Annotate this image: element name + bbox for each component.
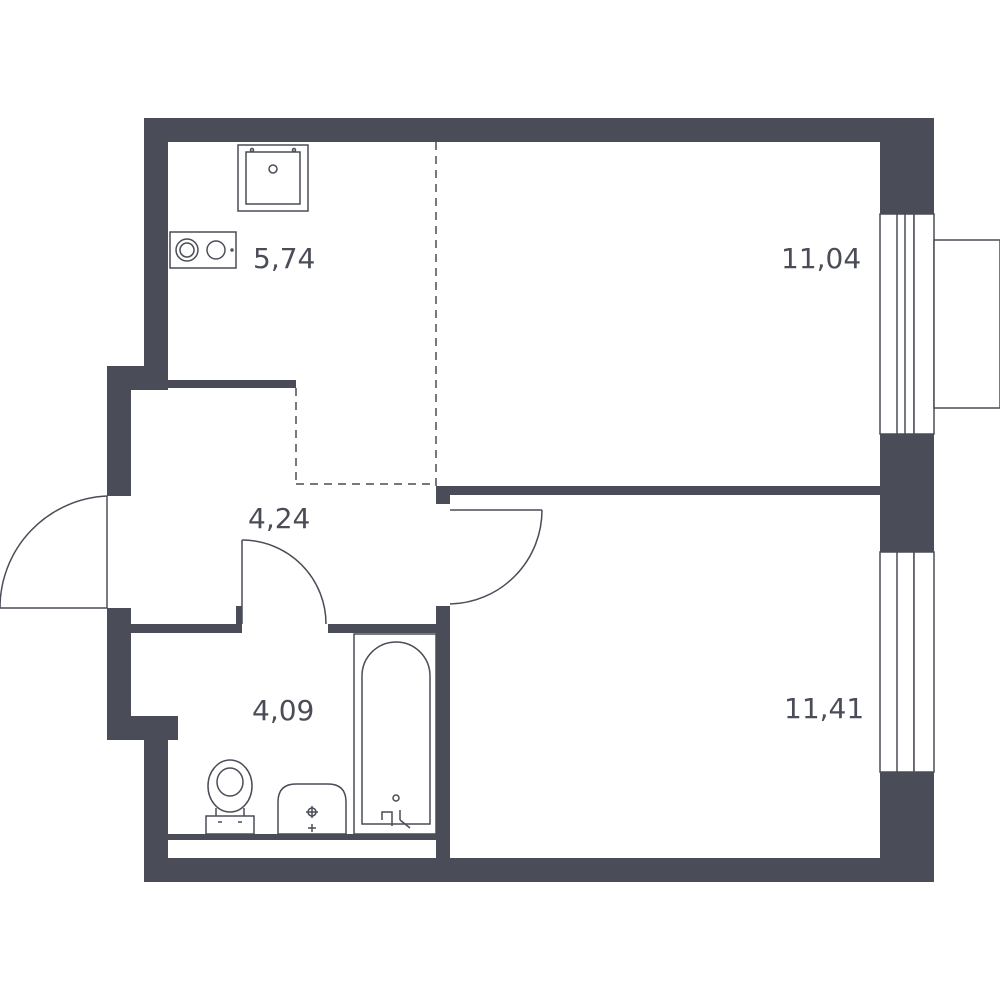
doors: [0, 495, 543, 625]
room-2-door-swing: [449, 509, 543, 605]
room-2-area-label: 11,41: [784, 692, 864, 725]
kitchen-sink: [237, 144, 309, 212]
walls: [107, 118, 934, 882]
wall-right-top: [880, 118, 934, 214]
bathtub-drain: [392, 794, 400, 802]
wall-kitchen-left: [144, 118, 168, 382]
room-1-area-label: 11,04: [781, 242, 861, 275]
wall-bath-door-jamb: [236, 606, 242, 633]
window-room-2-outer: [913, 551, 935, 773]
wall-hall-bath-right: [328, 624, 450, 633]
wall-right-bottom: [880, 772, 934, 882]
wall-bath-left: [144, 716, 168, 882]
hallway-area-label: 4,24: [248, 502, 310, 535]
bathtub-faucet: [381, 810, 411, 829]
windows: [879, 118, 1000, 882]
entrance-door-swing: [0, 495, 108, 609]
balcony: [933, 239, 1000, 409]
wall-rooms-divider: [436, 486, 882, 495]
bathtub: [353, 633, 437, 835]
wall-kitchen-hall: [144, 380, 296, 388]
wall-hall-bath-left: [131, 624, 241, 633]
wall-door-jamb-upper: [436, 486, 450, 504]
bathtub-basin: [361, 641, 431, 825]
kitchen-sink-drain: [268, 164, 278, 174]
toilet: [205, 759, 255, 835]
wall-top: [144, 118, 934, 142]
cooktop-burner-2: [206, 240, 226, 260]
kitchen-area-label: 5,74: [253, 242, 315, 275]
cooktop: [169, 231, 237, 269]
area-labels: 5,74 11,04 4,24 4,09 11,41: [248, 242, 864, 727]
window-room-1-outer: [913, 213, 935, 435]
wall-bath-floor: [168, 834, 438, 840]
zone-lines: [295, 142, 437, 486]
wall-bath-room2: [436, 606, 450, 858]
kitchen-sink-bowl: [245, 151, 301, 205]
wall-hall-left-upper: [107, 366, 131, 496]
wall-bottom: [144, 858, 934, 882]
washbasin: [277, 783, 347, 835]
wall-right-middle: [880, 434, 934, 552]
bathroom-area-label: 4,09: [252, 694, 314, 727]
toilet-seat: [216, 767, 244, 797]
toilet-tank: [205, 815, 255, 835]
bathroom-door-swing: [241, 539, 327, 625]
